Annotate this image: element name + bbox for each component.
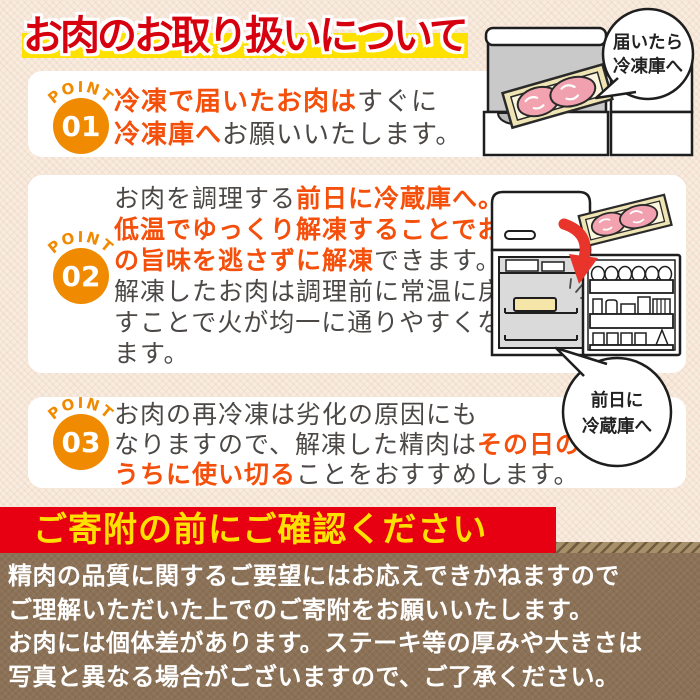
point-3-normal: お肉の再冷凍は劣化の原因にも なりますので、解凍した精肉は xyxy=(114,400,479,459)
point-3-emphasis: その日の うちに使い切る xyxy=(114,430,582,489)
notice-body-text: 精肉の品質に関するご要望にはお応えできかねますので ご理解いただいた上でのご寄附… xyxy=(8,562,643,691)
meat-tray-icon xyxy=(577,193,673,248)
freezer-bubble-line2: 冷凍庫へ xyxy=(613,56,683,77)
point-1-normal: お願いいたします。 xyxy=(222,120,463,150)
page-title: お肉のお取り扱いについて xyxy=(23,13,469,59)
badge-number: 02 xyxy=(62,260,101,293)
point-1-emphasis: 冷凍で届いたお肉は xyxy=(114,87,358,117)
point-2-normal: できます。 解凍したお肉は調理前に常温に戻 すことで火が均一に通りやすくなり ま… xyxy=(114,246,530,368)
red-arrow-icon xyxy=(558,218,598,284)
fridge-illustration: 前日に 冷蔵庫へ xyxy=(490,190,682,468)
fridge-door-icon xyxy=(581,253,682,357)
fridge-icon xyxy=(490,190,592,357)
fridge-speech-bubble: 前日に 冷蔵庫へ xyxy=(554,346,673,468)
point-2-emphasis: 前日に冷蔵庫へ。 低温でゆっくり解凍することでお肉 の旨味を逃さずに解凍 xyxy=(114,184,530,275)
fridge-bubble-line2: 冷蔵庫へ xyxy=(582,416,652,437)
freezer-speech-bubble: 届いたら 冷凍庫へ xyxy=(594,7,695,101)
freezer-illustration: 届いたら 冷凍庫へ xyxy=(482,7,695,157)
point-2-badge: POINT 02 xyxy=(44,228,116,304)
badge-number: 01 xyxy=(62,110,101,143)
badge-circle xyxy=(53,414,109,470)
point-3-normal: ことをおすすめします。 xyxy=(296,460,580,489)
point-3-badge: POINT 03 xyxy=(44,394,116,470)
point-1-normal: すぐに xyxy=(357,87,439,117)
point-1-emphasis: 冷凍庫へ xyxy=(114,120,223,150)
meat-tray-icon xyxy=(500,62,614,130)
fridge-bubble-line1: 前日に xyxy=(591,390,644,411)
point-2-text: お肉を調理する前日に冷蔵庫へ。 低温でゆっくり解凍することでお肉 の旨味を逃さず… xyxy=(114,183,674,369)
badge-number: 03 xyxy=(62,426,101,459)
point-1-text: 冷凍で届いたお肉はすぐに 冷凍庫へお願いいたします。 xyxy=(114,86,674,152)
badge-circle xyxy=(53,98,109,154)
badge-circle xyxy=(53,248,109,304)
point-1-badge: POINT 01 xyxy=(44,78,116,154)
title-highlight-bar xyxy=(22,33,468,58)
point-2-normal: お肉を調理する xyxy=(114,184,297,213)
confirmation-banner-title: ご寄附の前にご確認ください xyxy=(33,510,488,550)
notice-section xyxy=(0,553,700,700)
point-3-text: お肉の再冷凍は劣化の原因にも なりますので、解凍した精肉はその日の うちに使い切… xyxy=(114,400,674,490)
freezer-bubble-line1: 届いたら xyxy=(613,33,683,53)
confirmation-banner: ご寄附の前にご確認ください xyxy=(0,507,556,553)
